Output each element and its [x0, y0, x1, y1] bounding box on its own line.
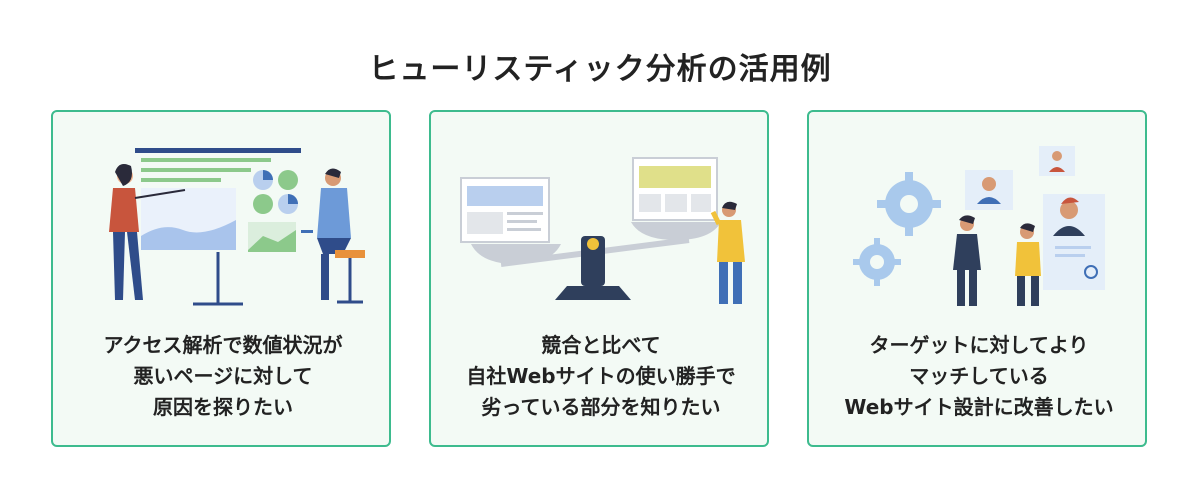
caption-line: 悪いページに対して: [133, 364, 313, 388]
caption-line: 原因を探りたい: [153, 395, 293, 419]
use-case-card-competitor: 競合と比べて 自社Webサイトの使い勝手で 劣っている部分を知りたい: [429, 110, 769, 447]
caption-line: マッチしている: [909, 364, 1049, 388]
caption-line: アクセス解析で数値状況が: [103, 333, 343, 357]
use-case-caption: 競合と比べて 自社Webサイトの使い勝手で 劣っている部分を知りたい: [441, 330, 761, 423]
caption-line: 自社Webサイトの使い勝手で: [466, 364, 736, 388]
use-case-caption: ターゲットに対してより マッチしている Webサイト設計に改善したい: [819, 330, 1139, 423]
use-case-card-target: ターゲットに対してより マッチしている Webサイト設計に改善したい: [807, 110, 1147, 447]
caption-line: ターゲットに対してより: [869, 333, 1089, 357]
analytics-presentation-illustration: [109, 148, 365, 306]
website-comparison-scale-illustration: [460, 157, 745, 304]
target-users-gears-illustration: [853, 146, 1105, 306]
caption-line: 競合と比べて: [541, 333, 661, 357]
use-case-caption: アクセス解析で数値状況が 悪いページに対して 原因を探りたい: [63, 330, 383, 423]
caption-line: Webサイト設計に改善したい: [844, 395, 1114, 419]
page-title: ヒューリスティック分析の活用例: [368, 52, 832, 87]
use-case-card-analytics: アクセス解析で数値状況が 悪いページに対して 原因を探りたい: [51, 110, 391, 447]
caption-line: 劣っている部分を知りたい: [481, 395, 721, 419]
